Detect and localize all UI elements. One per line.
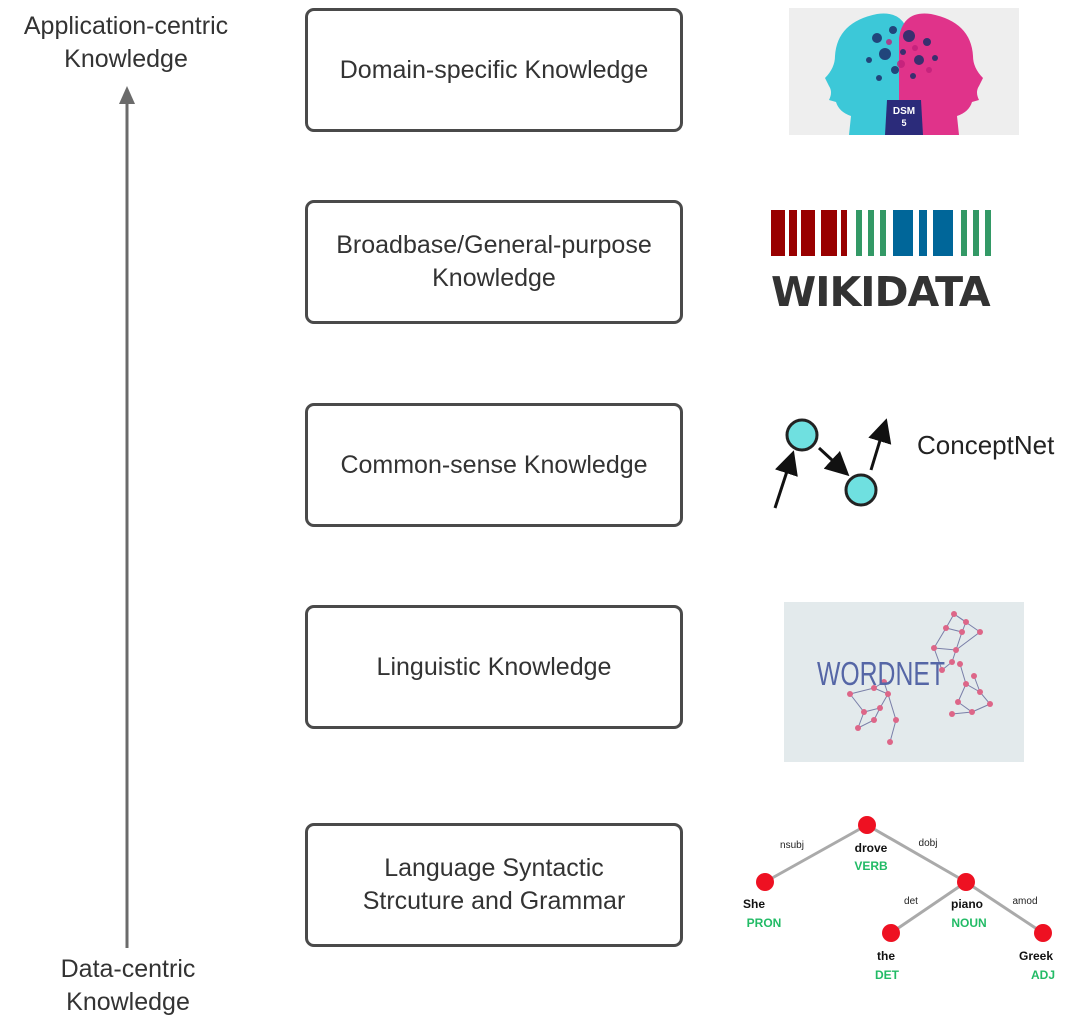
level-box-general-purpose: Broadbase/General-purpose Knowledge bbox=[305, 200, 683, 324]
parse-node bbox=[858, 816, 876, 834]
level-box-common-sense: Common-sense Knowledge bbox=[305, 403, 683, 527]
axis-bottom-label: Data-centric Knowledge bbox=[60, 955, 196, 1016]
wordnet-wordmark: WORDNET bbox=[817, 655, 945, 692]
dsm5-head-image: DSM 5 bbox=[789, 8, 1019, 135]
level-label: Linguistic Knowledge bbox=[376, 652, 612, 681]
wikidata-barcode-icon bbox=[771, 210, 991, 256]
tag-adj: ADJ bbox=[1031, 968, 1055, 982]
conceptnet-icon bbox=[773, 418, 892, 509]
tag-det: DET bbox=[875, 968, 900, 982]
relation-amod: amod bbox=[1012, 896, 1037, 907]
axis-arrow bbox=[119, 86, 135, 948]
parse-node bbox=[882, 924, 900, 942]
axis-top-label: Application-centric Knowledge bbox=[23, 12, 229, 73]
level-box-syntactic: Language Syntactic Strcuture and Grammar bbox=[305, 823, 683, 947]
level-box-domain-specific: Domain-specific Knowledge bbox=[305, 8, 683, 132]
wikidata-wordmark: WIKIDATA bbox=[771, 268, 991, 316]
dsm5-number: 5 bbox=[901, 118, 906, 128]
wordnet-logo: WORDNET bbox=[784, 602, 1024, 762]
word-the: the bbox=[877, 949, 895, 963]
level-box-linguistic: Linguistic Knowledge bbox=[305, 605, 683, 729]
level-label: Language Syntactic Strcuture and Grammar bbox=[362, 854, 626, 915]
word-drove: drove bbox=[855, 841, 888, 855]
parse-node bbox=[957, 873, 975, 891]
level-label: Common-sense Knowledge bbox=[340, 450, 648, 479]
relation-det: det bbox=[904, 896, 918, 907]
parse-tree-image: nsubj dobj det amod drove VERB She PRON … bbox=[743, 816, 1055, 982]
level-label: Domain-specific Knowledge bbox=[339, 55, 649, 84]
wikidata-logo: WIKIDATA bbox=[771, 210, 1007, 315]
tag-verb: VERB bbox=[854, 859, 888, 873]
conceptnet-label: ConceptNet bbox=[917, 430, 1055, 460]
relation-dobj: dobj bbox=[919, 838, 938, 849]
concept-node bbox=[844, 473, 878, 507]
dsm5-label: DSM bbox=[893, 106, 915, 117]
word-she: She bbox=[743, 897, 765, 911]
level-label: Broadbase/General-purpose Knowledge bbox=[336, 231, 652, 292]
word-greek: Greek bbox=[1019, 949, 1053, 963]
tag-pron: PRON bbox=[747, 916, 782, 930]
parse-node bbox=[756, 873, 774, 891]
parse-node bbox=[1034, 924, 1052, 942]
concept-node bbox=[785, 418, 819, 452]
word-piano: piano bbox=[951, 897, 983, 911]
relation-nsubj: nsubj bbox=[780, 840, 804, 851]
tag-noun: NOUN bbox=[951, 916, 986, 930]
